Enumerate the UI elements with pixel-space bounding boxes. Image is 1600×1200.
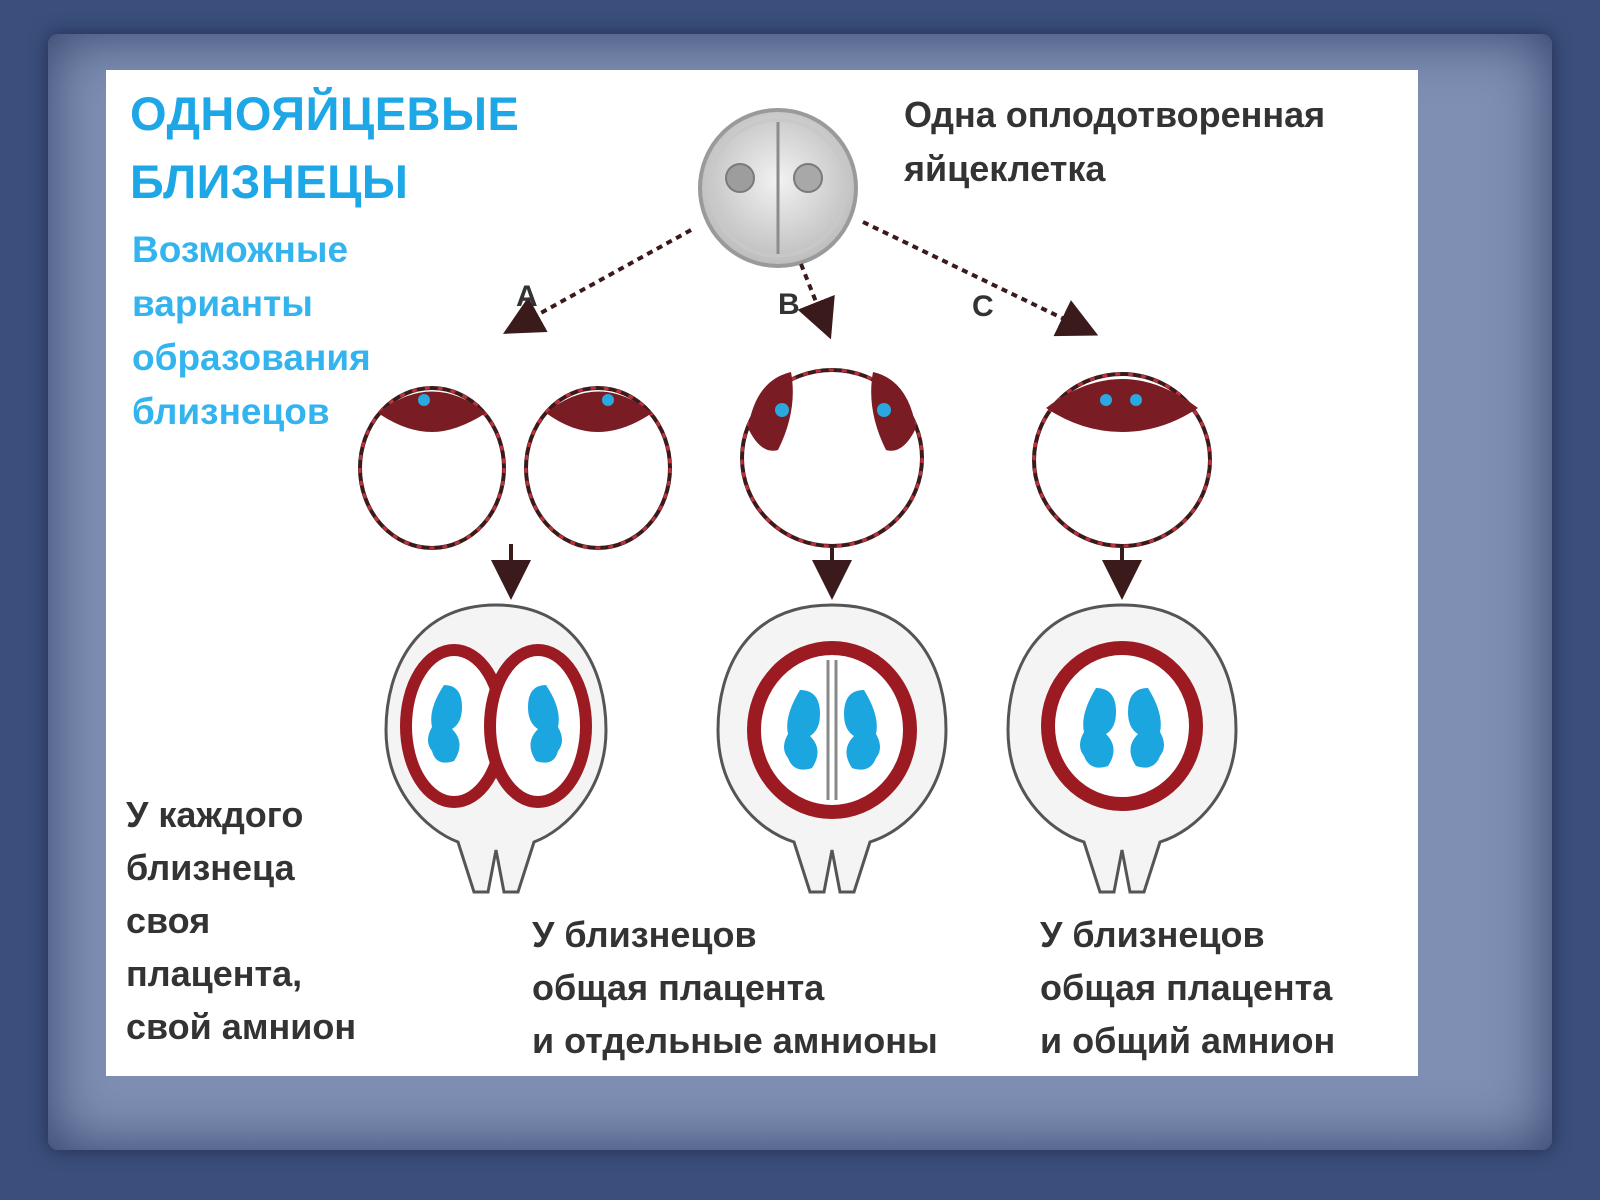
arrow-b (797, 263, 835, 340)
diagram-title: ОДНОЯЙЦЕВЫЕ БЛИЗНЕЦЫ (130, 87, 520, 208)
diagram-subtitle: Возможные варианты образования близнецов (132, 229, 371, 432)
variant-c-letter: C (972, 290, 994, 323)
twins-diagram (358, 108, 1238, 894)
down-arrows (491, 544, 1142, 600)
variant-a-caption: У каждого близнеца своя плацента, свой а… (126, 794, 357, 1047)
egg-caption: Одна оплодотворенная яйцеклетка (904, 94, 1326, 189)
variant-c-caption: У близнецов общая плацента и общий амнио… (1040, 914, 1336, 1061)
blastocyst-b (740, 368, 924, 548)
variant-b-letter: B (778, 288, 800, 321)
blastocyst-a1 (358, 386, 506, 550)
branch-arrows (502, 220, 1099, 340)
diagram-panel: ОДНОЯЙЦЕВЫЕ БЛИЗНЕЦЫ Возможные варианты … (106, 70, 1418, 1076)
fertilized-egg (698, 108, 858, 268)
variant-a-letter: A (516, 280, 538, 313)
blastocyst-a2 (524, 386, 672, 550)
uterus-c (1006, 603, 1238, 894)
uterus-a (384, 603, 608, 894)
blastocyst-c (1032, 372, 1212, 548)
arrow-a (502, 228, 692, 334)
arrow-c (862, 220, 1099, 337)
uterus-b (716, 603, 948, 894)
variant-b-caption: У близнецов общая плацента и отдельные а… (532, 914, 938, 1061)
